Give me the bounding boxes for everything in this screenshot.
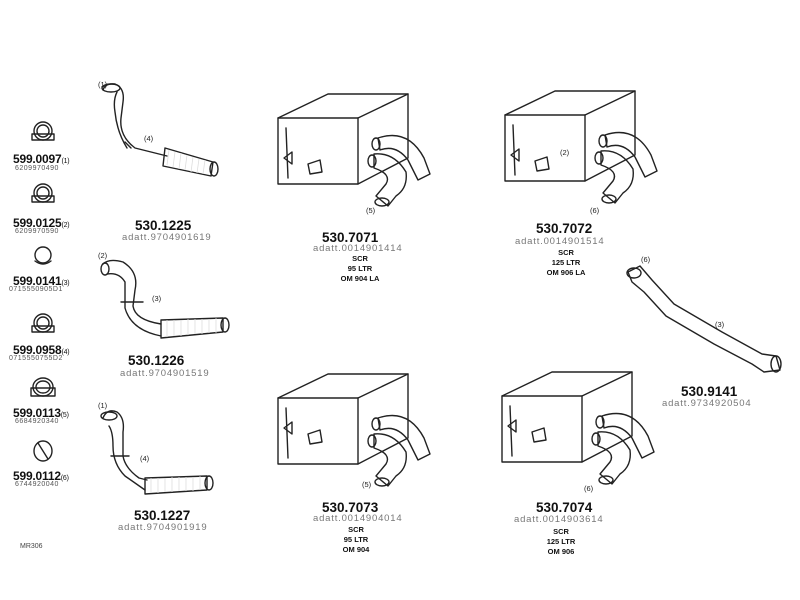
muffler-part-number: 530.7071: [322, 230, 379, 245]
spec-line: SCR: [352, 254, 368, 263]
clamp-part-number: 599.0125: [13, 216, 62, 230]
diagram-code: MR306: [20, 543, 43, 550]
flex-pipe-drawing: [100, 259, 230, 339]
clamp-ref: 6209970590: [15, 228, 59, 235]
spec-line: OM 906: [547, 547, 575, 556]
clamp-icon: [31, 313, 55, 333]
spec-line: 125 LTR: [546, 537, 576, 546]
pipe-part-number: 530.1226: [128, 353, 185, 368]
callout-label: (1): [98, 80, 108, 89]
spec-line: SCR: [348, 525, 364, 534]
callout-label: (1): [98, 401, 108, 410]
clamp-qty: (6): [60, 475, 69, 482]
pipe-part-number: 530.1225: [135, 218, 192, 233]
clamp-icon: [31, 183, 55, 203]
muffler-drawing: [277, 373, 431, 487]
flex-pipe-drawing: [101, 83, 219, 177]
spec-line: SCR: [558, 248, 574, 257]
clamp-part-number: 599.0113: [13, 406, 61, 420]
flex-pipe-drawing: [100, 410, 214, 495]
muffler-drawing: [504, 90, 658, 204]
clamp-part-number: 599.0112: [13, 469, 61, 483]
callout-label: (3): [715, 320, 725, 329]
muffler-part-number: 530.7072: [536, 221, 593, 236]
muffler-spec: SCR 125 LTR OM 906: [531, 527, 591, 557]
muffler-part-number: 530.7074: [536, 500, 593, 515]
muffler-oem-ref: adatt.0014903614: [514, 514, 604, 525]
clamp-qty: (2): [61, 222, 70, 229]
tailpipe-part-number: 530.9141: [681, 384, 738, 399]
callout-label: (6): [641, 255, 651, 264]
clamp-part-number: 599.0097: [13, 152, 62, 166]
callout-label: (5): [362, 480, 372, 489]
pipe-oem-ref: adatt.9704901919: [118, 522, 208, 533]
pipe-oem-ref: adatt.9704901619: [122, 232, 212, 243]
clamp-ref: 6744920040: [15, 481, 59, 488]
pipe-oem-ref: adatt.9704901519: [120, 368, 210, 379]
callout-label: (3): [152, 294, 162, 303]
muffler-spec: SCR 95 LTR OM 904: [326, 525, 386, 555]
clamp-qty: (3): [61, 280, 70, 287]
muffler-spec: SCR 125 LTR OM 906 LA: [531, 248, 601, 278]
spec-line: OM 904 LA: [340, 274, 380, 283]
spec-line: 95 LTR: [347, 264, 373, 273]
muffler-oem-ref: adatt.0014901414: [313, 243, 403, 254]
muffler-oem-ref: adatt.0014904014: [313, 513, 403, 524]
clamp-part-number: 599.0141: [13, 274, 62, 288]
clamp-qty: (1): [61, 158, 70, 165]
callout-label: (2): [98, 251, 108, 260]
muffler-drawing: [277, 93, 431, 207]
clamp-icon: [34, 246, 52, 265]
muffler-part-number: 530.7073: [322, 500, 379, 515]
muffler-spec: SCR 95 LTR OM 904 LA: [330, 254, 390, 284]
spec-line: SCR: [553, 527, 569, 536]
clamp-icon: [30, 377, 56, 397]
spec-line: 125 LTR: [551, 258, 581, 267]
pipe-part-number: 530.1227: [134, 508, 191, 523]
clamp-icon: [33, 440, 53, 462]
clamp-icon: [31, 121, 55, 141]
clamp-qty: (5): [60, 412, 69, 419]
callout-label: (6): [584, 484, 594, 493]
spec-line: 95 LTR: [343, 535, 369, 544]
callout-label: (6): [590, 206, 600, 215]
muffler-drawing: [501, 371, 655, 485]
callout-label: (2): [560, 148, 570, 157]
clamp-ref: 0715550755D2: [9, 355, 63, 362]
tailpipe-oem-ref: adatt.9734920504: [662, 398, 752, 409]
clamp-part-number: 599.0958: [13, 343, 62, 357]
clamp-ref: 6209970490: [15, 165, 59, 172]
clamp-ref: 6684920340: [15, 418, 59, 425]
clamp-qty: (4): [61, 349, 70, 356]
spec-line: OM 906 LA: [546, 268, 586, 277]
tailpipe-drawing: [626, 265, 782, 373]
muffler-oem-ref: adatt.0014901514: [515, 236, 605, 247]
clamp-ref: 0715550905D1: [9, 286, 63, 293]
callout-label: (4): [140, 454, 150, 463]
callout-label: (5): [366, 206, 376, 215]
callout-label: (4): [144, 134, 154, 143]
spec-line: OM 904: [342, 545, 370, 554]
